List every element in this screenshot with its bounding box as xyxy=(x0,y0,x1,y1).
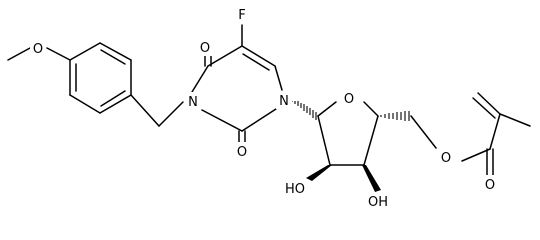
bond-alpha-ch2 xyxy=(477,92,501,115)
bond-c6-n1 xyxy=(274,65,283,91)
bond-ch2-n3 xyxy=(158,101,184,127)
atom-o-ester-link: O xyxy=(441,151,451,166)
bond-ar-2 xyxy=(99,42,132,61)
bond-carbonyl-alpha xyxy=(489,113,501,150)
atom-oh-c3prime: OH xyxy=(368,195,388,210)
atom-f: F xyxy=(238,8,245,23)
bond-ar-5 xyxy=(69,94,101,114)
bond-alpha-ch2-double xyxy=(472,97,496,119)
atom-o-ester-carbonyl: O xyxy=(485,178,495,193)
atom-ho-c2prime: HO xyxy=(285,182,305,197)
bond-ch3-o xyxy=(7,47,31,61)
atom-o-methoxy: O xyxy=(33,42,43,57)
bond-ar-4 xyxy=(99,94,132,114)
bond-alpha-methyl xyxy=(499,113,531,127)
bonds xyxy=(7,24,531,176)
bond-aryl-ch2 xyxy=(130,94,160,127)
bond-ar-1 xyxy=(69,42,101,61)
hashed-bond-c4-c5prime xyxy=(380,111,410,121)
bond-n1-c2 xyxy=(241,108,277,132)
bond-c1-o4 xyxy=(317,101,337,117)
bond-c4-c5 xyxy=(207,45,243,67)
atom-o-c4: O xyxy=(200,41,210,56)
bond-c5-c6 xyxy=(241,45,276,67)
bond-o-carbonyl-c xyxy=(461,148,491,162)
atom-o-c2: O xyxy=(237,145,247,160)
atom-n3: N xyxy=(188,95,198,110)
chemical-structure: F O N N O O O HO OH O O xyxy=(7,5,531,210)
bond-c5-c6-inner xyxy=(242,53,270,71)
bond-n3-c4 xyxy=(191,65,209,93)
bond-ar-inner-2 xyxy=(100,90,126,107)
stereo-bonds xyxy=(291,101,410,192)
bond-ar-inner-1 xyxy=(100,49,126,65)
bond-c5prime-o xyxy=(410,115,437,149)
bond-c4-c3 xyxy=(363,115,379,166)
atom-o-furanose: O xyxy=(344,92,354,107)
bond-o4-c4 xyxy=(363,101,379,117)
bond-c2-c1 xyxy=(317,115,331,166)
wedge-bond-c3prime-oh xyxy=(362,165,381,192)
wedge-bond-c2prime-oh xyxy=(306,165,332,181)
atom-labels: F O N N O O O HO OH O O xyxy=(30,5,498,210)
hashed-bond-n1-c1prime xyxy=(291,101,317,120)
atom-n1: N xyxy=(279,94,289,109)
bond-c2-n3 xyxy=(201,109,243,132)
bond-o-aryl xyxy=(46,47,71,61)
